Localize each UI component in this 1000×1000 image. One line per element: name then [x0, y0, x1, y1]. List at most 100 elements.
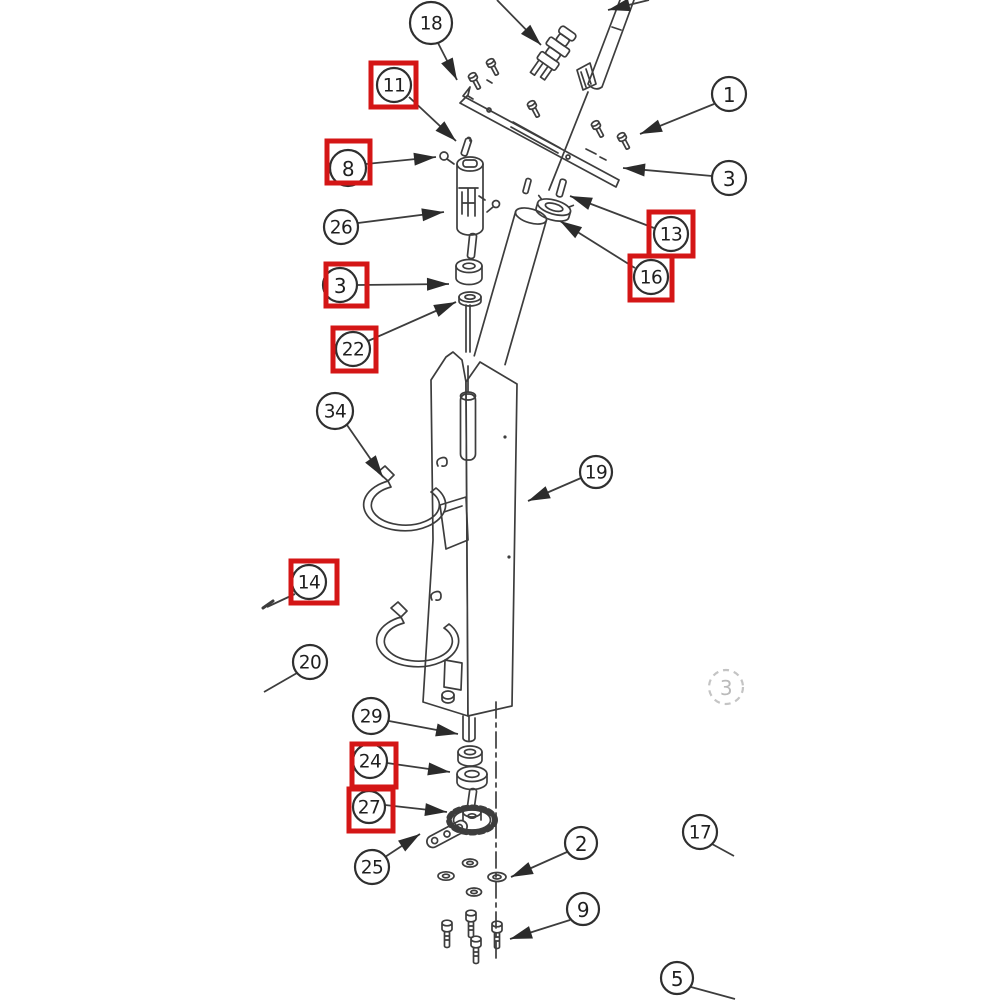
callout-balloon[interactable]	[565, 891, 601, 927]
callout-5-21[interactable]: 5	[659, 960, 736, 1000]
leader-line	[711, 843, 735, 857]
callout-16-7[interactable]: 16	[559, 220, 675, 303]
sprocket	[446, 804, 498, 836]
leader-line	[384, 833, 421, 858]
callout-number: 16	[640, 268, 663, 289]
leader-line	[527, 477, 582, 502]
callout-8-2[interactable]: 8	[324, 138, 437, 188]
callout-34-10[interactable]: 34	[315, 391, 384, 478]
leader-line	[356, 277, 450, 291]
callout-number: 19	[585, 463, 608, 484]
latch-cylinder	[456, 156, 501, 236]
leader-line	[509, 919, 571, 940]
spacer-ring	[457, 745, 483, 767]
callout-number: 8	[342, 157, 354, 181]
leader-line	[388, 720, 459, 737]
leader-line	[367, 301, 457, 342]
callout-number: 27	[358, 798, 381, 819]
callout-9-19[interactable]: 9	[509, 891, 601, 940]
callout-25-17[interactable]: 25	[353, 833, 421, 886]
leader-line	[510, 851, 568, 878]
pivot-block	[462, 715, 476, 743]
thrust-washer	[458, 291, 482, 307]
bushing	[455, 258, 483, 286]
callout-balloon[interactable]	[707, 668, 745, 706]
callout-balloon[interactable]	[334, 330, 372, 368]
callout-balloon[interactable]	[632, 258, 670, 296]
callout-20-13[interactable]: 20	[263, 643, 329, 693]
callout-number: 3	[723, 167, 735, 191]
callout-29-14[interactable]: 29	[351, 696, 459, 737]
leader-line	[559, 220, 636, 269]
detent-pin	[460, 136, 473, 157]
callout-number: 11	[383, 76, 406, 97]
leader-line	[357, 208, 445, 224]
callout-number: 2	[575, 832, 587, 856]
callout-13-6[interactable]: 13	[569, 195, 696, 259]
callout-balloon[interactable]	[321, 266, 359, 304]
callout-balloon[interactable]	[563, 825, 599, 861]
callout-1-8[interactable]: 1	[639, 75, 748, 135]
callout-balloon[interactable]	[291, 643, 329, 681]
callout-3-22[interactable]: 3	[707, 668, 745, 706]
callout-number: 3	[334, 274, 346, 298]
leader-line	[437, 42, 458, 81]
callout-number: 24	[359, 752, 382, 773]
callout-14-12[interactable]: 14	[266, 558, 340, 608]
callout-3-4[interactable]: 3	[321, 261, 450, 309]
callout-number: 34	[324, 402, 347, 423]
callout-balloon[interactable]	[328, 148, 368, 188]
callout-number: 22	[342, 340, 365, 361]
drive-pin	[466, 787, 478, 811]
highlight-box[interactable]	[368, 60, 419, 110]
callout-17-20[interactable]: 17	[681, 813, 735, 857]
c-clip-lower	[375, 601, 460, 668]
callout-27-16[interactable]: 27	[346, 786, 448, 834]
callout-2-18[interactable]: 2	[510, 825, 599, 878]
highlight-box[interactable]	[330, 325, 379, 374]
mounting-bar	[459, 86, 620, 188]
leader-line	[639, 103, 715, 135]
callout-19-11[interactable]: 19	[527, 454, 614, 502]
offscreen-leader-1	[496, 0, 542, 46]
exploded-assembly-drawing	[261, 0, 635, 965]
callout-11-1[interactable]: 11	[368, 60, 457, 142]
highlight-box[interactable]	[324, 138, 373, 186]
callout-number: 5	[671, 967, 683, 991]
callout-balloon[interactable]	[375, 66, 413, 104]
highlight-box[interactable]	[627, 253, 675, 303]
pump-fitting	[529, 25, 577, 81]
callout-22-5[interactable]: 22	[330, 301, 457, 374]
callout-balloon[interactable]	[578, 454, 614, 490]
highlight-box[interactable]	[323, 261, 370, 309]
callout-balloon[interactable]	[710, 75, 748, 113]
offscreen-leader-2	[607, 0, 650, 12]
bearing	[456, 765, 488, 791]
callout-balloon[interactable]	[353, 848, 391, 886]
callout-18-0[interactable]: 18	[408, 0, 458, 81]
callout-balloon[interactable]	[315, 391, 355, 431]
callout-balloon[interactable]	[351, 696, 391, 736]
callout-number: 9	[577, 898, 589, 922]
chain-link	[426, 819, 468, 849]
leader-line	[263, 672, 298, 693]
callout-balloon[interactable]	[659, 960, 695, 996]
highlight-box[interactable]	[288, 558, 340, 606]
callout-26-3[interactable]: 26	[322, 208, 445, 246]
ball-pin	[439, 151, 455, 165]
tube-collar	[535, 194, 575, 222]
leader-line	[346, 424, 384, 478]
callout-balloon[interactable]	[652, 215, 690, 253]
callout-balloon[interactable]	[681, 813, 719, 851]
callout-24-15[interactable]: 24	[349, 741, 451, 790]
center-rod	[465, 304, 471, 353]
highlight-box[interactable]	[346, 786, 396, 834]
washers	[437, 858, 507, 897]
callout-number: 1	[723, 83, 735, 107]
callout-number: 29	[360, 707, 383, 728]
callout-balloon[interactable]	[408, 0, 454, 46]
callout-balloon[interactable]	[710, 159, 748, 197]
callout-balloon[interactable]	[322, 208, 360, 246]
callout-3-9[interactable]: 3	[622, 159, 748, 197]
